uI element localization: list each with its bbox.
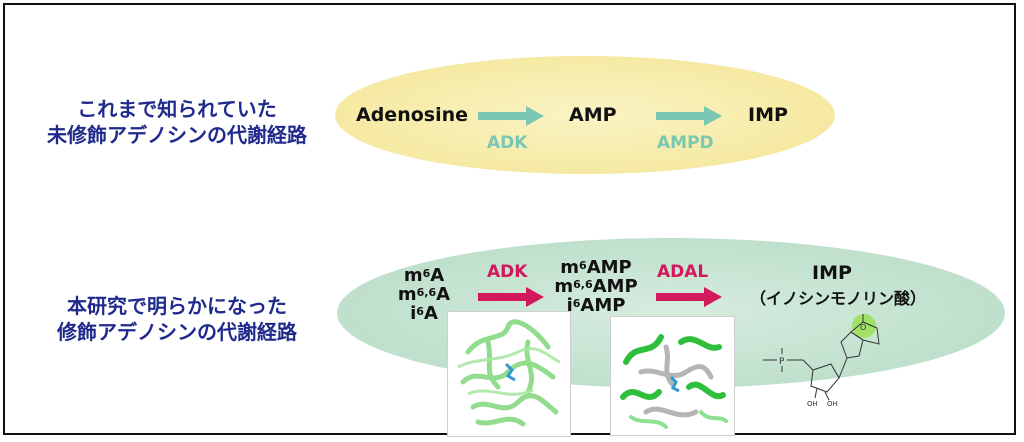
i6a-label: i6A [410,303,438,324]
known-enzyme-adk: ADK [487,133,528,153]
oxygen-label: O [860,323,866,332]
adk-protein-structure-image [447,311,571,437]
new-arrow-1 [478,287,544,307]
amp-label: AMP [569,104,617,126]
oh-label-1: OH [807,400,818,408]
adal-protein-structure-image [610,316,735,436]
phosphorus-label: P [779,357,785,367]
modified-adenosines: m6A m6,6A i6A [392,266,456,323]
highlight-circle [852,314,876,338]
new-imp-label: IMP [812,262,852,284]
m6amp-label: m6AMP [560,257,632,278]
known-enzyme-ampd: AMPD [657,133,714,153]
known-arrow-1 [478,106,544,126]
m66amp-label: m6,6AMP [554,276,638,297]
m66a-label: m6,6A [397,284,451,305]
known-title-line2: 未修飾アデノシンの代謝経路 [47,123,307,147]
imp-molecule-structure: P OH OH O [763,314,880,408]
i6amp-label: i6AMP [566,295,626,316]
modified-amps: m6AMP m6,6AMP i6AMP [548,258,644,315]
adenosine-label: Adenosine [356,104,469,126]
known-pathway-oval [335,56,835,174]
new-enzyme-adk: ADK [487,262,528,282]
new-enzyme-adal: ADAL [657,262,709,282]
new-title-line1: 本研究で明らかになった [67,294,287,318]
imp-note: （イノシンモノリン酸） [750,289,927,308]
new-pathway-title: 本研究で明らかになった 修飾アデノシンの代謝経路 [22,293,332,345]
known-arrow-2 [656,106,722,126]
m6a-label: m6A [403,265,445,286]
new-arrow-2 [656,287,722,307]
imp-label: IMP [748,104,788,126]
known-title-line1: これまで知られていた [77,97,277,121]
oh-label-2: OH [827,400,838,408]
new-title-line2: 修飾アデノシンの代謝経路 [57,320,297,344]
known-pathway-title: これまで知られていた 未修飾アデノシンの代謝経路 [22,96,332,148]
